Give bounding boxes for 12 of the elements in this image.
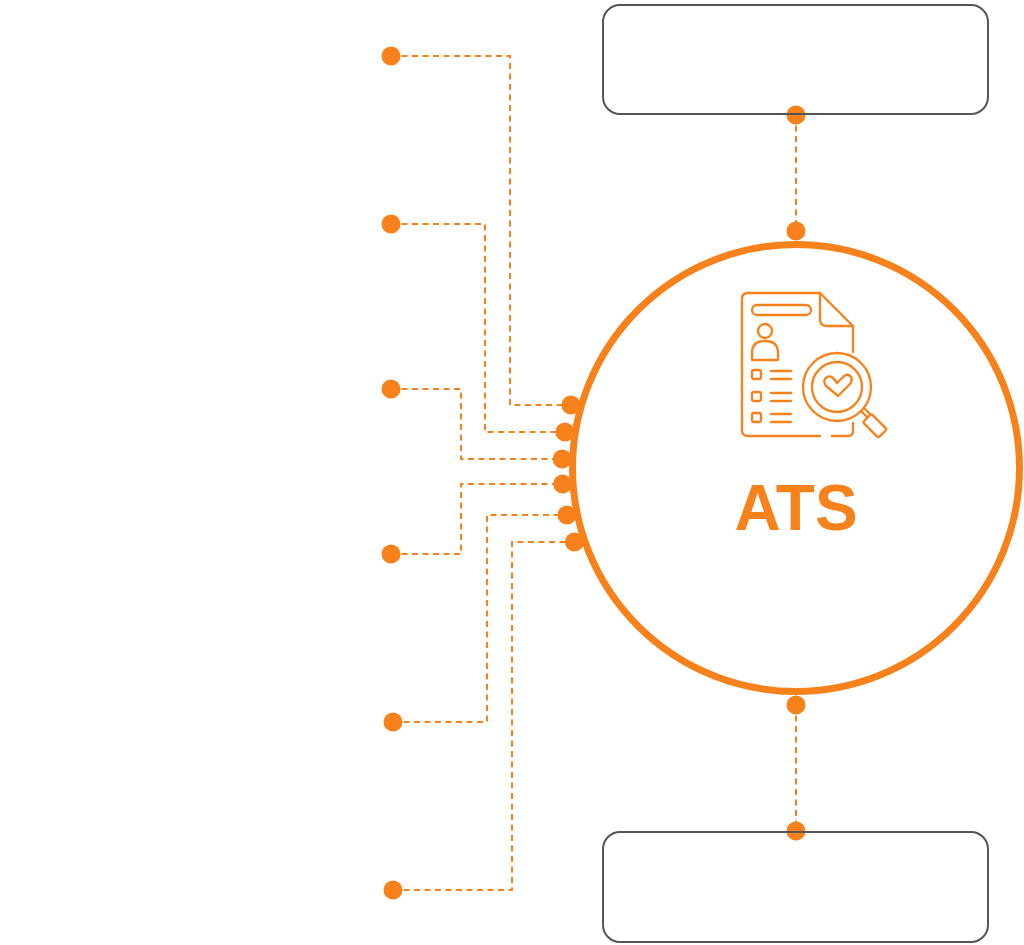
dashed-connector	[381, 46, 581, 415]
dashed-connector	[383, 532, 584, 900]
empty-rounded-box	[602, 4, 989, 115]
dashed-connector	[786, 695, 806, 841]
empty-rounded-box	[602, 831, 989, 943]
dashed-connector	[381, 474, 573, 564]
circle-node	[569, 241, 1023, 695]
node-title: ATS	[734, 476, 858, 540]
dashed-connector	[786, 105, 806, 241]
dashed-connector	[383, 505, 577, 732]
dashed-connector	[381, 379, 572, 469]
dashed-connector	[381, 214, 575, 442]
